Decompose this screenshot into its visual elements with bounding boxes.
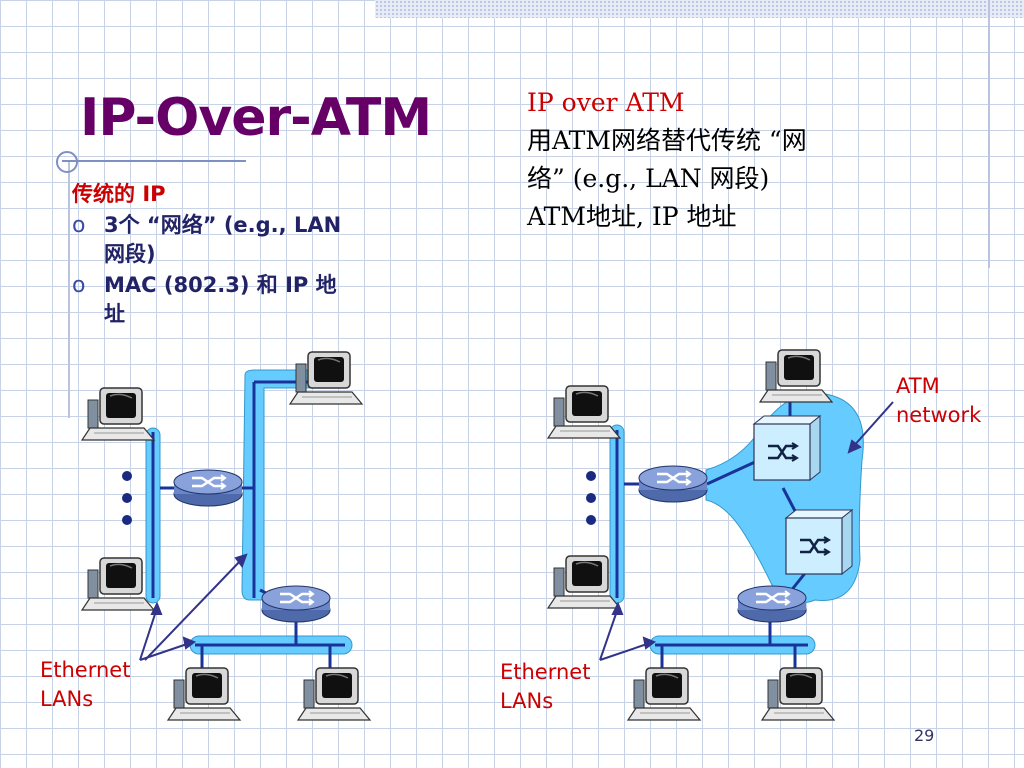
right-text-line: 络” (e.g., LAN 网段) — [527, 164, 770, 193]
label-line: network — [896, 403, 982, 427]
page-number: 29 — [914, 726, 935, 745]
label-line: Ethernet — [500, 660, 591, 684]
left-lan-horizontal — [189, 635, 353, 655]
label-line: LANs — [40, 687, 94, 711]
atm-switch-icon — [752, 414, 822, 482]
computer-icon — [547, 385, 621, 439]
right-text-line: 用ATM网络替代传统 “网 — [527, 126, 807, 155]
computer-icon — [759, 349, 833, 403]
title-underline — [62, 160, 246, 162]
label-line: LANs — [500, 689, 554, 713]
label-line: ATM — [896, 374, 940, 398]
left-heading-ip: IP — [142, 182, 166, 206]
bullet-text-line: 址 — [104, 302, 125, 326]
title-circle-decor — [56, 151, 78, 173]
router-icon — [172, 468, 244, 508]
label-line: Ethernet — [40, 658, 131, 682]
right-text-heading: IP over ATM — [527, 88, 685, 117]
computer-icon — [547, 555, 621, 609]
right-lan-horizontal — [649, 635, 816, 655]
computer-icon — [297, 667, 371, 721]
left-ethernet-label: Ethernet LANs — [40, 656, 130, 714]
ellipsis-dots — [586, 471, 596, 525]
bullet-text: MAC (802.3) 和 IP 地 址 — [104, 271, 432, 329]
atm-network-label: ATM network — [896, 372, 981, 430]
right-text-block: IP over ATM 用ATM网络替代传统 “网 络” (e.g., LAN … — [527, 84, 907, 236]
bullet-text: 3个 “网络” (e.g., LAN 网段) — [104, 211, 432, 269]
left-lan-vertical-1 — [145, 427, 161, 604]
right-decor-line — [988, 0, 990, 268]
router-icon — [637, 464, 709, 504]
top-decor-band — [375, 0, 1024, 18]
bullet-item: o MAC (802.3) 和 IP 地 址 — [72, 271, 432, 329]
left-label-arrows — [139, 553, 248, 661]
slide-title: IP-Over-ATM — [80, 88, 432, 148]
bullet-text-line: 网段) — [104, 242, 156, 266]
bullet-item: o 3个 “网络” (e.g., LAN 网段) — [72, 211, 432, 269]
router-icon — [736, 584, 808, 624]
right-ethernet-label: Ethernet LANs — [500, 658, 590, 716]
bullet-text-line: MAC (802.3) 和 IP 地 — [104, 273, 337, 297]
bullet-marker: o — [72, 273, 86, 298]
right-text-line: ATM地址, IP 地址 — [527, 202, 737, 231]
computer-icon — [81, 557, 155, 611]
ellipsis-dots — [122, 471, 132, 525]
computer-icon — [627, 667, 701, 721]
atm-label-arrow — [847, 401, 894, 454]
computer-icon — [167, 667, 241, 721]
left-bullet-block: 传统的 IP o 3个 “网络” (e.g., LAN 网段) o MAC (8… — [72, 180, 432, 329]
left-heading: 传统的 IP — [72, 180, 432, 209]
left-heading-text: 传统的 — [72, 182, 143, 206]
computer-icon — [761, 667, 835, 721]
bullet-marker: o — [72, 213, 86, 238]
right-lan-vertical — [609, 424, 625, 604]
right-label-arrows — [599, 601, 657, 661]
left-decor-line — [68, 160, 70, 418]
atm-switch-icon — [784, 508, 854, 576]
computer-icon — [81, 387, 155, 441]
router-icon — [260, 584, 332, 624]
computer-icon — [289, 351, 363, 405]
bullet-text-line: 3个 “网络” (e.g., LAN — [104, 213, 342, 237]
